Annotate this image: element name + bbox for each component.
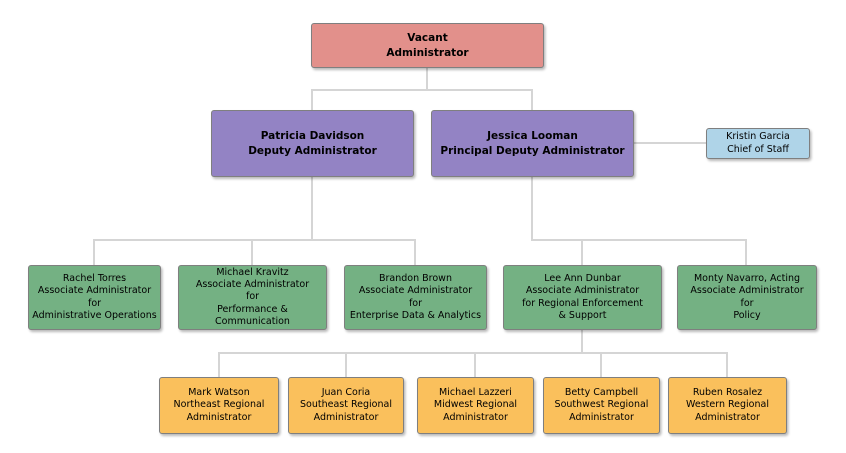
node-assoc-admin-enterprise-data-analytics: Brandon Brown Associate Administrator fo…: [344, 265, 487, 330]
connector-dunbar-to-regionals: [218, 330, 728, 377]
node-vacant-administrator: Vacant Administrator: [311, 23, 544, 68]
node-regional-admin-southeast: Juan Coria Southeast Regional Administra…: [288, 377, 404, 434]
node-assoc-admin-performance-communication: Michael Kravitz Associate Administrator …: [178, 265, 327, 330]
node-regional-admin-northeast: Mark Watson Northeast Regional Administr…: [159, 377, 279, 434]
connector-davidson-to-associates: [93, 177, 416, 265]
node-regional-admin-midwest: Michael Lazzeri Midwest Regional Adminis…: [417, 377, 534, 434]
node-regional-admin-western: Ruben Rosalez Western Regional Administr…: [668, 377, 787, 434]
node-chief-of-staff-garcia: Kristin Garcia Chief of Staff: [706, 128, 810, 159]
node-assoc-admin-administrative-operations: Rachel Torres Associate Administrator fo…: [28, 265, 161, 330]
connector-looman-to-associates: [531, 177, 747, 265]
node-principal-deputy-administrator-looman: Jessica Looman Principal Deputy Administ…: [431, 110, 634, 177]
node-regional-admin-southwest: Betty Campbell Southwest Regional Admini…: [543, 377, 660, 434]
connector-administrator-to-deputies: [311, 68, 533, 110]
node-assoc-admin-policy-acting: Monty Navarro, Acting Associate Administ…: [677, 265, 817, 330]
node-assoc-admin-regional-enforcement-support: Lee Ann Dunbar Associate Administrator f…: [503, 265, 662, 330]
node-deputy-administrator-davidson: Patricia Davidson Deputy Administrator: [211, 110, 414, 177]
